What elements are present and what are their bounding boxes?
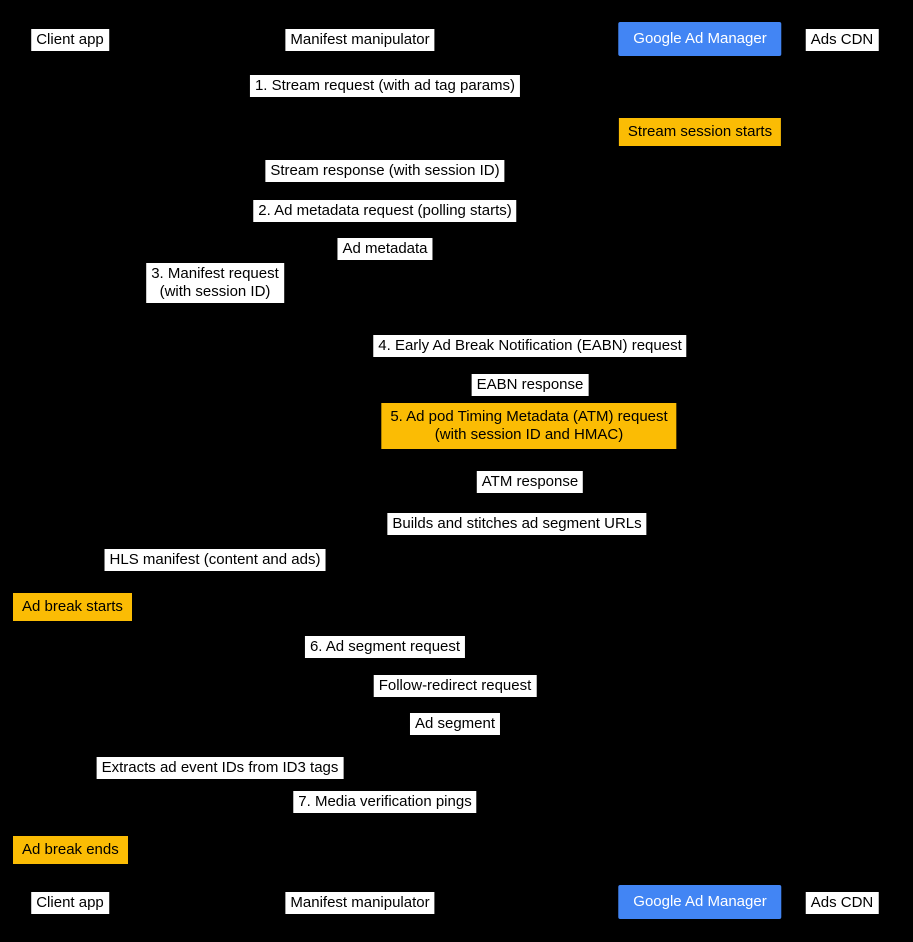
actor-client-app-bottom: Client app bbox=[31, 892, 109, 914]
message-atm-response: ATM response bbox=[476, 471, 584, 493]
message-stream-response: Stream response (with session ID) bbox=[265, 160, 505, 182]
message-line: 5. Ad pod Timing Metadata (ATM) request bbox=[390, 408, 668, 425]
message-eabn-response: EABN response bbox=[471, 374, 589, 396]
message-manifest-request: 3. Manifest request (with session ID) bbox=[146, 263, 284, 303]
actor-ads-cdn-bottom: Ads CDN bbox=[805, 892, 879, 914]
note-ad-break-ends: Ad break ends bbox=[13, 836, 128, 864]
message-stream-request: 1. Stream request (with ad tag params) bbox=[249, 75, 521, 97]
actor-ads-cdn-top: Ads CDN bbox=[805, 29, 879, 51]
actor-google-ad-manager-bottom: Google Ad Manager bbox=[618, 885, 782, 919]
message-media-verification-pings: 7. Media verification pings bbox=[293, 791, 477, 813]
message-follow-redirect-request: Follow-redirect request bbox=[373, 675, 537, 697]
message-ad-metadata-request: 2. Ad metadata request (polling starts) bbox=[253, 200, 517, 222]
message-ad-segment-request: 6. Ad segment request bbox=[304, 636, 466, 658]
note-ad-break-starts: Ad break starts bbox=[13, 593, 132, 621]
actor-google-ad-manager-top: Google Ad Manager bbox=[618, 22, 782, 56]
message-eabn-request: 4. Early Ad Break Notification (EABN) re… bbox=[373, 335, 687, 357]
self-message-extracts-id3-tags: Extracts ad event IDs from ID3 tags bbox=[96, 757, 344, 779]
actor-manifest-manipulator-top: Manifest manipulator bbox=[285, 29, 435, 51]
message-line: (with session ID and HMAC) bbox=[434, 426, 624, 443]
message-line: (with session ID) bbox=[159, 283, 271, 300]
self-message-builds-stitches: Builds and stitches ad segment URLs bbox=[387, 513, 647, 535]
note-stream-session-starts: Stream session starts bbox=[618, 118, 782, 146]
message-hls-manifest: HLS manifest (content and ads) bbox=[104, 549, 326, 571]
message-ad-metadata: Ad metadata bbox=[337, 238, 433, 260]
actor-manifest-manipulator-bottom: Manifest manipulator bbox=[285, 892, 435, 914]
message-atm-request: 5. Ad pod Timing Metadata (ATM) request … bbox=[381, 403, 677, 449]
message-line: 3. Manifest request bbox=[151, 265, 279, 282]
actor-client-app-top: Client app bbox=[31, 29, 109, 51]
message-ad-segment: Ad segment bbox=[409, 713, 501, 735]
